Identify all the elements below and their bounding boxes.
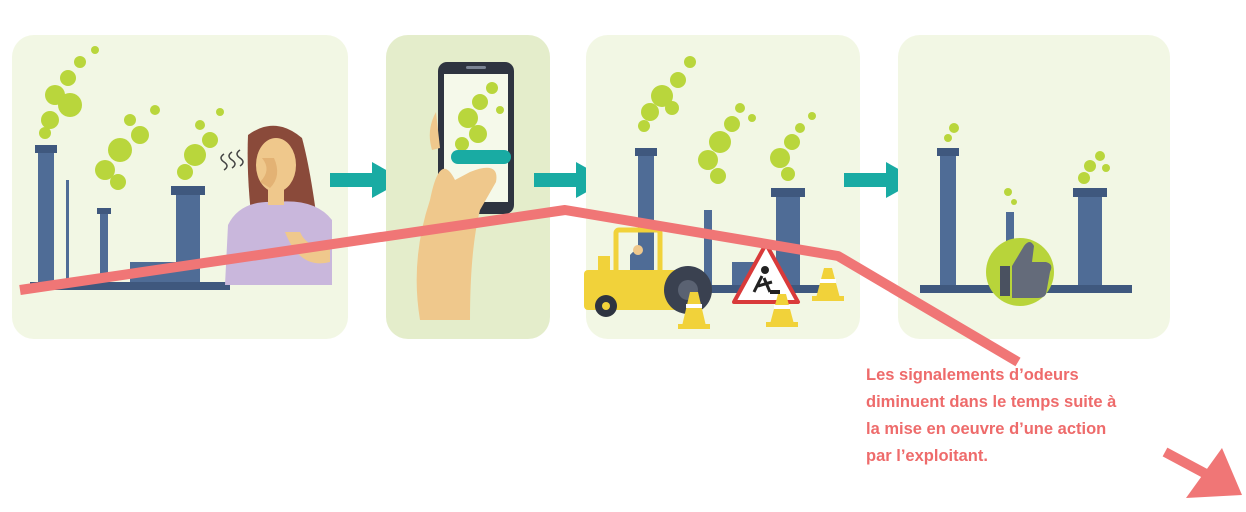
road-roller-icon (584, 227, 712, 317)
panel-improvement (898, 35, 1170, 339)
caption-line: diminuent dans le temps suite à (866, 393, 1117, 411)
factory-icon (30, 46, 230, 290)
caption-line: Les signalements d’odeurs (866, 366, 1079, 384)
trend-down-arrow-icon (19, 205, 1242, 498)
panel-odor-emission (12, 35, 348, 339)
panel-report (386, 35, 550, 339)
caption-line: par l’exploitant. (866, 447, 988, 465)
roadwork-sign-icon (732, 242, 800, 304)
smartphone-report-icon (416, 62, 514, 320)
panel-corrective-action (584, 35, 860, 339)
woman-smelling-odor-icon (220, 125, 332, 285)
trend-caption: Les signalements d’odeurs diminuent dans… (866, 362, 1166, 470)
caption-line: la mise en oeuvre d’une action (866, 420, 1107, 438)
thumbs-up-icon (986, 238, 1054, 306)
traffic-cone-icon (678, 268, 844, 329)
